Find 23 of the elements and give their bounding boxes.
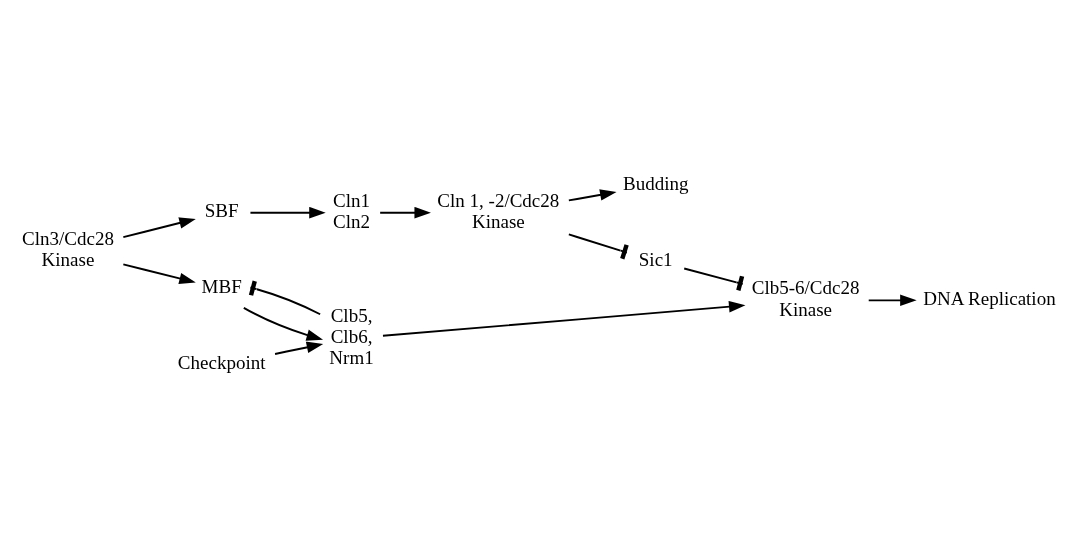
arrow (382, 300, 746, 337)
node-text: Clb5-6/Cdc28 Kinase (751, 277, 860, 320)
node-text: Cln3/Cdc28 Kinase (22, 227, 114, 270)
node-text: Clb5, Clb6, Nrm1 (329, 304, 374, 369)
arrow (867, 294, 917, 307)
node-text: DNA Replication (923, 287, 1056, 309)
node-text: Cln1 Cln2 (333, 189, 371, 232)
connector (567, 233, 629, 260)
node-text: Sic1 (638, 248, 673, 270)
node-text: SBF (204, 200, 239, 222)
node-text: Checkpoint (177, 352, 266, 374)
arrow (379, 206, 431, 219)
arrow (122, 217, 196, 239)
connector (248, 280, 322, 316)
arrow (567, 189, 617, 202)
arrow (242, 306, 324, 341)
node-text: Cln 1, -2/Cdc28 Kinase (437, 189, 560, 232)
node-text: MBF (201, 276, 242, 298)
node-text: Budding (622, 172, 689, 194)
connector (683, 267, 745, 291)
arrow (122, 263, 196, 285)
arrow (249, 206, 326, 219)
arrow (274, 341, 324, 355)
